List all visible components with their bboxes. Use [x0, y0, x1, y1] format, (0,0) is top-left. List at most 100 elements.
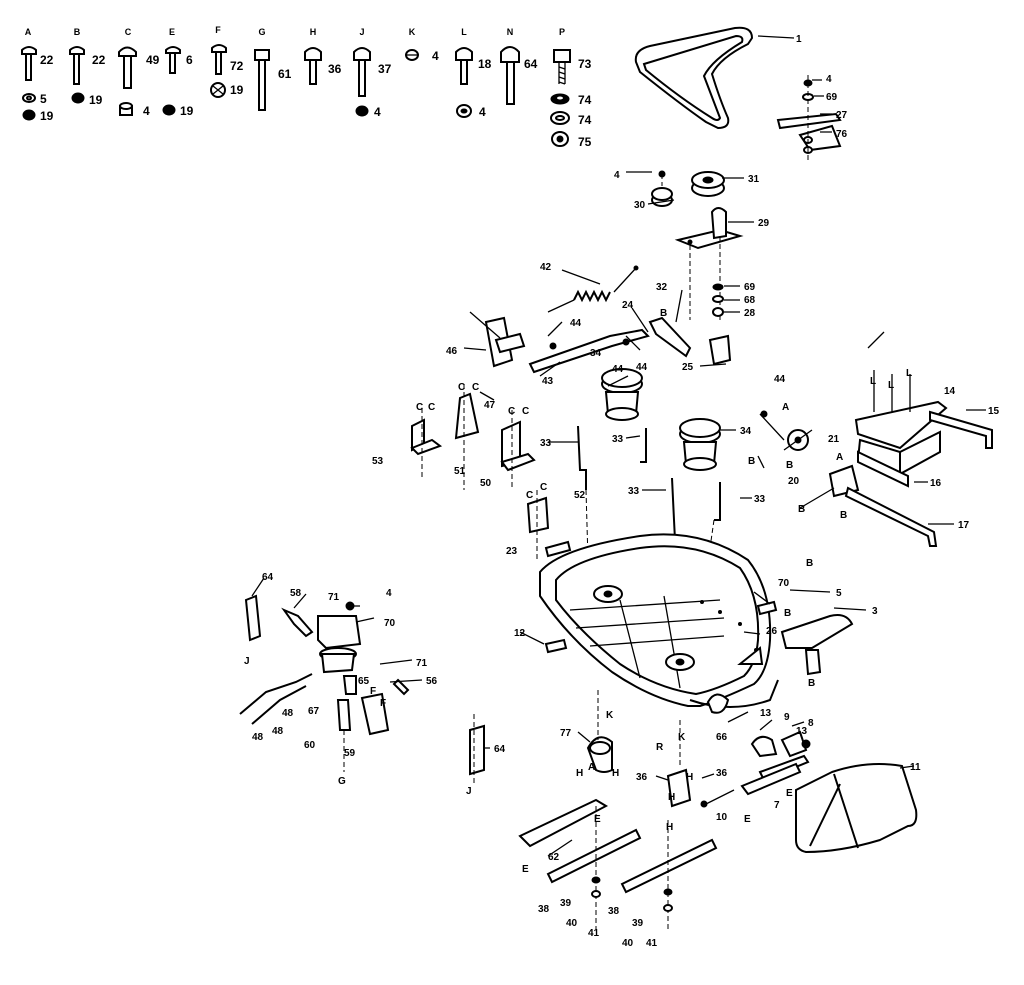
callout-c-53b: C — [428, 402, 435, 413]
callout-32: 32 — [656, 282, 668, 293]
nut-b-icon — [71, 92, 85, 104]
callout-12: 12 — [514, 628, 526, 639]
callout-39-a: 39 — [560, 898, 572, 909]
callout-71-a: 71 — [328, 592, 340, 603]
callout-l-2: L — [888, 380, 894, 391]
hardware-letter-j: J — [359, 27, 364, 37]
callout-15: 15 — [988, 406, 1000, 417]
callout-f-1: F — [370, 686, 376, 697]
hardware-c-qty-2: 4 — [143, 104, 150, 118]
callout-b-21b: B — [786, 460, 793, 471]
callout-69-mid: 69 — [744, 282, 756, 293]
callout-7: 7 — [774, 800, 780, 811]
callout-9: 9 — [784, 712, 790, 723]
spindle-assembly-left — [601, 368, 643, 421]
deck-bracket-52 — [526, 490, 550, 560]
hardware-letter-k: K — [409, 27, 416, 37]
callout-44-d: 44 — [774, 374, 786, 385]
callout-a-77: A — [588, 762, 595, 773]
callout-16: 16 — [930, 478, 942, 489]
callout-68: 68 — [744, 295, 756, 306]
callout-k-77: K — [606, 710, 614, 721]
bolt-h-icon — [304, 47, 322, 85]
callout-e-blade: E — [522, 864, 529, 875]
callout-a-20: A — [836, 452, 843, 463]
callout-h-10: H — [666, 822, 673, 833]
idler-bracket — [674, 207, 744, 320]
callout-b-5: B — [806, 558, 813, 569]
callout-h-36b: H — [686, 772, 693, 783]
hardware-l-qty-2: 4 — [479, 105, 486, 119]
lift-lever — [528, 316, 732, 374]
callout-b-20b: B — [840, 510, 847, 521]
bolt-e-icon — [165, 46, 181, 74]
mount-bracket-51 — [454, 384, 480, 490]
chute-bracket-3 — [780, 614, 854, 676]
callout-c-53a: C — [416, 402, 423, 413]
callout-a-21: A — [782, 402, 789, 413]
callout-48-b: 48 — [272, 726, 284, 737]
callout-33-a: 33 — [540, 438, 552, 449]
callout-38-a: 38 — [538, 904, 550, 915]
hardware-c-qty-3: 19 — [180, 104, 194, 118]
callout-c-52b: C — [540, 482, 547, 493]
callout-e-7a: E — [744, 814, 751, 825]
callout-44-c: 44 — [612, 364, 624, 375]
hardware-letter-c: C — [125, 27, 132, 37]
callout-40-a: 40 — [566, 918, 578, 929]
front-hitch-bar-17 — [844, 486, 938, 547]
nut-k-icon — [405, 49, 419, 61]
callout-27: 27 — [836, 110, 848, 121]
hardware-letter-l: L — [461, 27, 467, 37]
callout-e-7b: E — [786, 788, 793, 799]
bolt-p-icon — [553, 49, 571, 85]
hardware-k-qty-1: 4 — [432, 49, 439, 63]
callout-c-50: C — [508, 406, 515, 417]
callout-labels: 1 4 69 27 76 31 4 30 29 42 32 69 68 28 2… — [244, 34, 1000, 949]
callout-k-36: K — [678, 732, 686, 743]
mount-bracket-53 — [410, 408, 443, 480]
callout-46: 46 — [446, 346, 458, 357]
callout-56: 56 — [426, 676, 438, 687]
callout-4-upper: 4 — [826, 74, 832, 85]
callout-34-right: 34 — [740, 426, 752, 437]
callout-58: 58 — [290, 588, 302, 599]
hardware-a-qty-2: 5 — [40, 92, 47, 106]
nut-f-icon — [210, 82, 226, 98]
idler-arm-hardware — [776, 75, 842, 160]
callout-11: 11 — [910, 762, 921, 773]
mount-bracket-50 — [500, 410, 536, 490]
spindle-lower-77 — [586, 690, 613, 773]
discharge-chute-11 — [795, 763, 918, 854]
chute-link-7 — [740, 762, 802, 796]
callout-66: 66 — [716, 732, 728, 743]
bolt-l-icon — [455, 47, 473, 85]
callout-59: 59 — [344, 748, 356, 759]
callout-62: 62 — [548, 852, 560, 863]
front-hitch-bracket — [854, 370, 948, 488]
callout-23: 23 — [506, 546, 518, 557]
hardware-letter-f: F — [215, 25, 221, 35]
belt-guard-23 — [544, 540, 572, 558]
bracket-hardware — [712, 283, 724, 317]
blade-adapter-62 — [518, 798, 609, 848]
callout-38-b: 38 — [608, 906, 620, 917]
bolt-a-icon — [21, 46, 37, 81]
bolt-b-icon — [69, 46, 85, 85]
decal-12 — [544, 638, 568, 654]
callout-h-77b: H — [612, 768, 619, 779]
hardware-b-qty-2: 19 — [89, 93, 103, 107]
hardware-l-qty-1: 18 — [478, 57, 492, 71]
callout-36-b: 36 — [716, 768, 728, 779]
rear-link-assembly — [239, 594, 410, 772]
nut-j-icon — [355, 105, 369, 117]
front-hitch-bar-15 — [929, 410, 993, 449]
callout-40-b: 40 — [622, 938, 634, 949]
callout-29: 29 — [758, 218, 770, 229]
nut-l-icon — [456, 104, 472, 118]
callout-34-left: 34 — [590, 348, 602, 359]
callout-17: 17 — [958, 520, 970, 531]
hardware-h-qty-1: 36 — [328, 62, 342, 76]
callout-l-1: L — [870, 376, 876, 387]
hardware-c-qty-1: 49 — [146, 53, 160, 67]
